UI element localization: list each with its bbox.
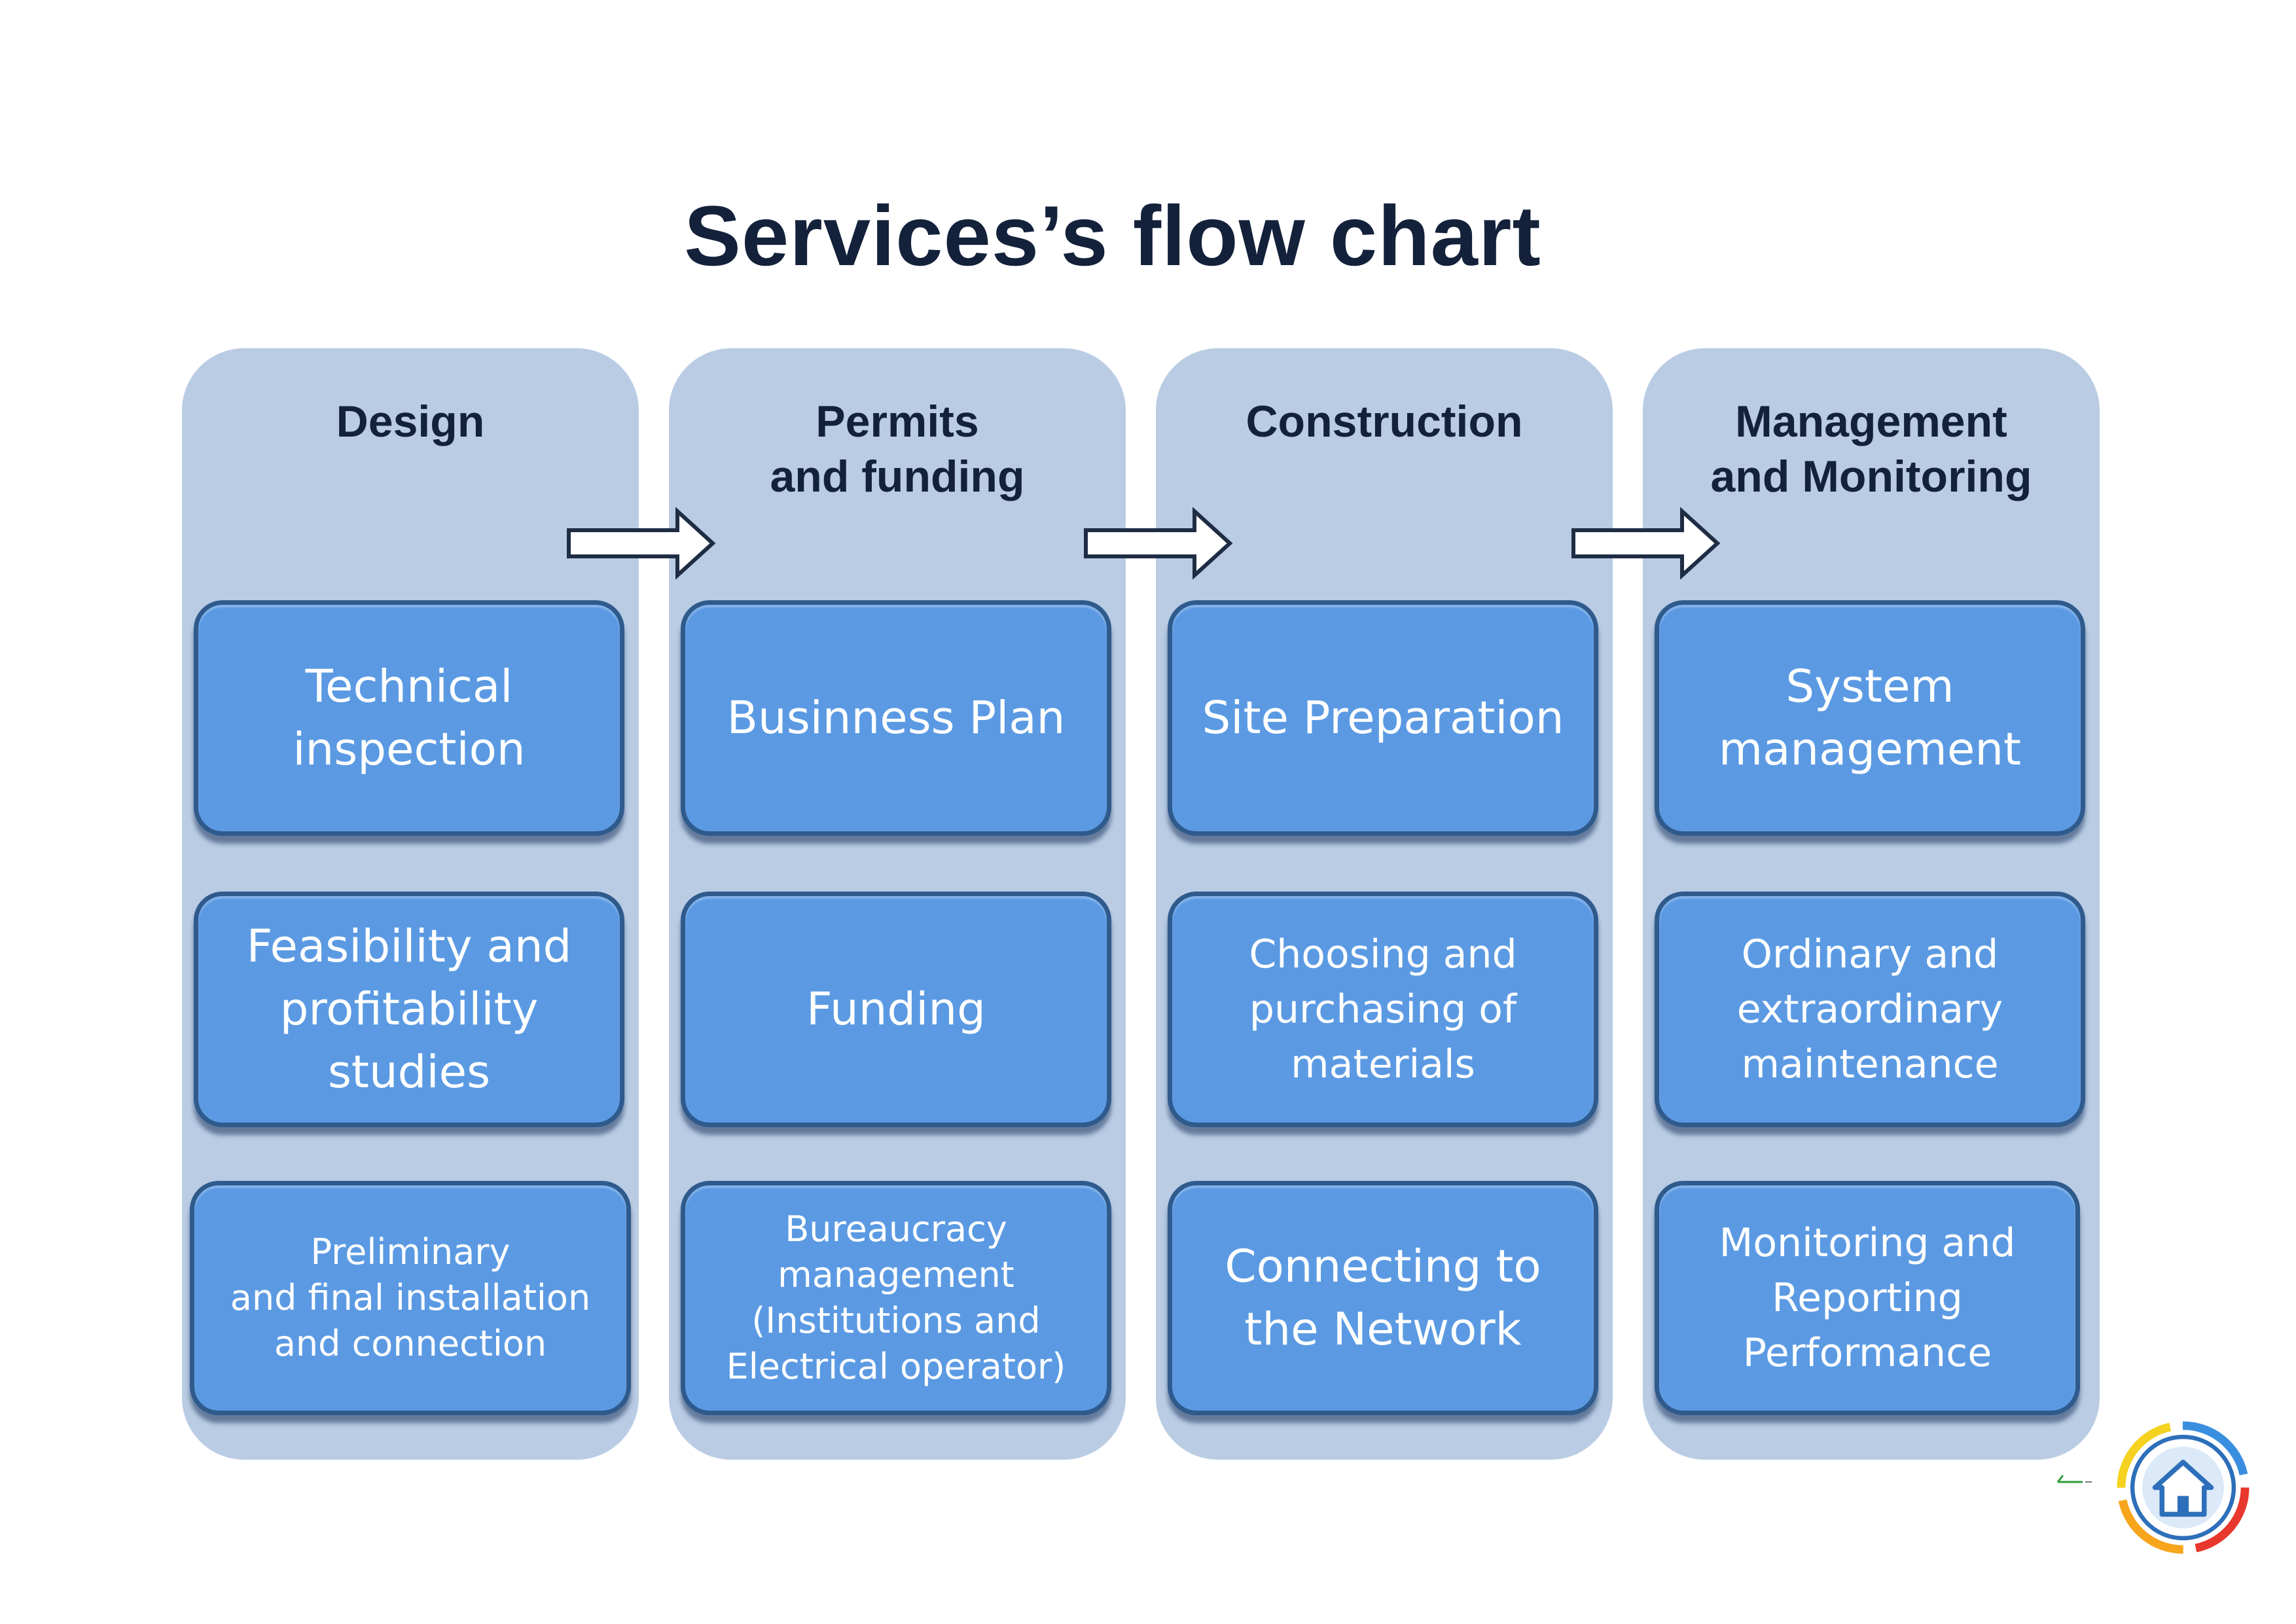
step-box: Site Preparation [1168, 600, 1598, 836]
right-arrow-icon [567, 507, 716, 579]
step-box: System management [1655, 600, 2085, 836]
column-permits-funding: Permits and funding Businness Plan Fundi… [669, 348, 1126, 1460]
column-header: Management and Monitoring [1710, 397, 2032, 501]
house-cycle-logo-icon [2117, 1421, 2250, 1554]
step-box: Feasibility and profitability studies [194, 892, 624, 1127]
column-management-monitoring: Management and Monitoring System managem… [1643, 348, 2100, 1460]
step-box: Monitoring and Reporting Performance [1655, 1181, 2080, 1415]
step-box: Bureaucracy management (Institutions and… [681, 1181, 1111, 1415]
right-arrow-icon [1571, 507, 1721, 579]
step-box: Ordinary and extraordinary maintenance [1655, 892, 2085, 1127]
right-arrow-icon [1084, 507, 1233, 579]
column-header: Design [336, 397, 485, 446]
step-box: Choosing and purchasing of materials [1168, 892, 1598, 1127]
step-box: Funding [681, 892, 1111, 1127]
column-design: Design Technical inspection Feasibility … [182, 348, 639, 1460]
step-box: Technical inspection [194, 600, 624, 836]
step-box: Connecting to the Network [1168, 1181, 1598, 1415]
page-title: Services’s flow chart [684, 188, 1541, 283]
column-header: Construction [1246, 397, 1523, 446]
column-header: Permits and funding [770, 397, 1025, 501]
column-construction: Construction Site Preparation Choosing a… [1156, 348, 1613, 1460]
step-box: Businness Plan [681, 600, 1111, 836]
small-green-mark-icon [2056, 1475, 2092, 1483]
step-box: Preliminary and final installation and c… [190, 1181, 631, 1415]
